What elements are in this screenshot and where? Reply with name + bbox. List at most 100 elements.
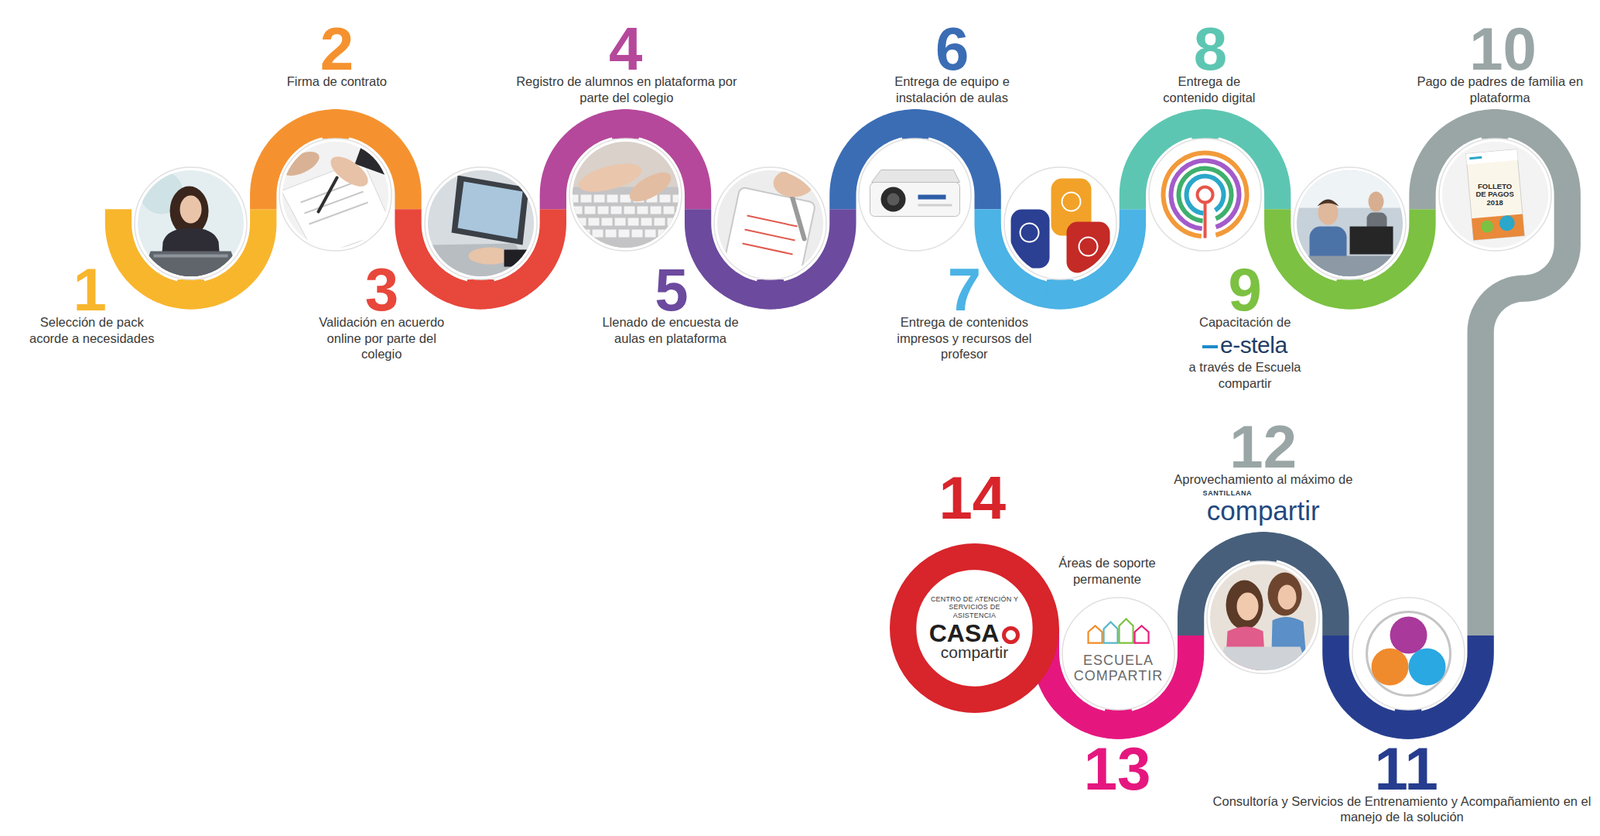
illustration-shape [1288, 161, 1412, 286]
picture-art [1056, 591, 1180, 715]
step-circle: 11Consultoría y Servicios de Entrenamien… [1352, 597, 1465, 710]
picture-clip [563, 133, 695, 257]
circle-picture [714, 167, 827, 280]
step-label: Entrega de equipo e instalación de aulas [882, 73, 1023, 106]
illustration-shape [1061, 192, 1081, 212]
picture-art [129, 161, 253, 286]
logo-wordmark: ESCUELA COMPARTIR [1066, 652, 1170, 684]
picture-clip [129, 161, 253, 286]
illustration-shape [773, 169, 814, 198]
step-label: Entrega de contenido digital [1151, 73, 1268, 106]
picture-art [998, 161, 1122, 286]
illustration-shape [1066, 222, 1110, 274]
step-label: Consultoría y Servicios de Entrenamiento… [1208, 793, 1596, 825]
illustration-shape [887, 193, 900, 206]
illustration-shape [1366, 611, 1450, 695]
picture-clip [273, 133, 408, 257]
step-circle: 7Entrega de contenidos impresos y recurs… [1004, 167, 1117, 280]
circle-picture [424, 167, 537, 280]
circle-picture [1004, 167, 1117, 280]
picture-art [1288, 161, 1412, 286]
picture-clip [1432, 133, 1557, 257]
picture-clip [418, 161, 543, 286]
step-number: 4 [608, 18, 643, 79]
step-label: Áreas de soporte permanente [1045, 554, 1170, 587]
illustration-shape [870, 182, 961, 217]
illustration-shape [918, 204, 953, 207]
step-circle: 3Validación en acuerdo online por parte … [424, 167, 537, 280]
step-label: Aprovechamiento al máximo de [1173, 471, 1353, 488]
illustration-shape [153, 254, 229, 258]
logo-wordmark: compartir [1206, 496, 1320, 524]
illustration-shape [1056, 591, 1180, 715]
illustration-shape [1389, 615, 1427, 653]
picture-art [708, 161, 833, 288]
illustration-shape [1143, 133, 1268, 257]
step-circle: 10Pago de padres de familia en plataform… [1439, 138, 1552, 251]
picture-art [1346, 591, 1471, 715]
illustration-shape [1197, 187, 1214, 203]
picture-clip [1056, 591, 1180, 715]
illustration-shape [1203, 202, 1207, 239]
illustration-shape [998, 161, 1122, 286]
illustration-shape [1498, 215, 1516, 233]
illustration-shape [1370, 647, 1409, 685]
illustration-shape [1118, 618, 1133, 643]
picture-clip [853, 133, 978, 257]
illustration-shape [1408, 647, 1446, 685]
circle-picture [858, 138, 971, 251]
picture-clip [1346, 591, 1471, 715]
picture-art [853, 133, 978, 257]
step-number: 10 [1469, 18, 1537, 79]
logo-caption: CENTRO DE ATENCIÓN Y SERVICIOS DE ASISTE… [928, 594, 1022, 619]
picture-clip [1201, 555, 1326, 680]
illustration-shape [451, 175, 529, 246]
step-circle: 4Registro de alumnos en plataforma por p… [569, 138, 682, 251]
illustration-shape [1288, 161, 1412, 209]
illustration-shape [1318, 200, 1339, 226]
illustration-shape [140, 251, 243, 282]
illustration-shape [1350, 226, 1394, 255]
logo-wordmark: e-stela [1202, 333, 1288, 357]
ring-node: 14CENTRO DE ATENCIÓN Y SERVICIOS DE ASIS… [889, 543, 1060, 713]
logo-wordmark: CASA [929, 620, 1021, 646]
illustration-shape [1201, 555, 1326, 680]
illustration-shape [300, 181, 369, 225]
ring-shape [902, 556, 1047, 700]
illustration-shape [1103, 621, 1118, 643]
circle-picture [1293, 167, 1406, 280]
illustration-shape [625, 167, 676, 209]
step-label: Entrega de contenidos impresos y recurso… [890, 314, 1038, 363]
brochure-title: FOLLETO DE PAGOS 2018 [1472, 182, 1518, 209]
step-number: 14 [938, 467, 1006, 528]
logo-wordmark: compartir [940, 643, 1009, 660]
illustration-shape [1471, 214, 1525, 241]
step-number: 5 [654, 259, 688, 320]
step-label: Llenado de encuesta de aulas en platafor… [593, 314, 749, 346]
step-label: Validación en acuerdo online por parte d… [310, 314, 454, 363]
illustration-shape [1010, 209, 1050, 269]
illustration-shape [918, 194, 947, 200]
step-number: 11 [1374, 738, 1438, 799]
picture-art [418, 161, 543, 286]
step-circle: 6Entrega de equipo e instalación de aula… [858, 138, 971, 251]
illustration-shape [1019, 223, 1039, 243]
illustration-shape [1465, 149, 1518, 165]
picture-clip [708, 161, 833, 288]
illustration-shape [1237, 592, 1259, 621]
illustration-shape [422, 243, 539, 282]
step-label: Selección de pack acorde a necesidades [22, 314, 162, 346]
illustration-shape [567, 194, 695, 238]
step-number: 7 [947, 259, 982, 320]
step-label: Firma de contrato [287, 73, 387, 90]
illustration-shape [1317, 199, 1340, 207]
picture-art [1432, 133, 1557, 257]
illustration-shape [1346, 591, 1471, 715]
illustration-shape [1134, 625, 1149, 643]
illustration-shape [273, 133, 398, 257]
step-label: Registro de alumnos en plataforma por pa… [510, 73, 743, 106]
circle-picture [1352, 597, 1465, 710]
illustration-shape [1159, 149, 1251, 240]
picture-art [1143, 133, 1268, 257]
